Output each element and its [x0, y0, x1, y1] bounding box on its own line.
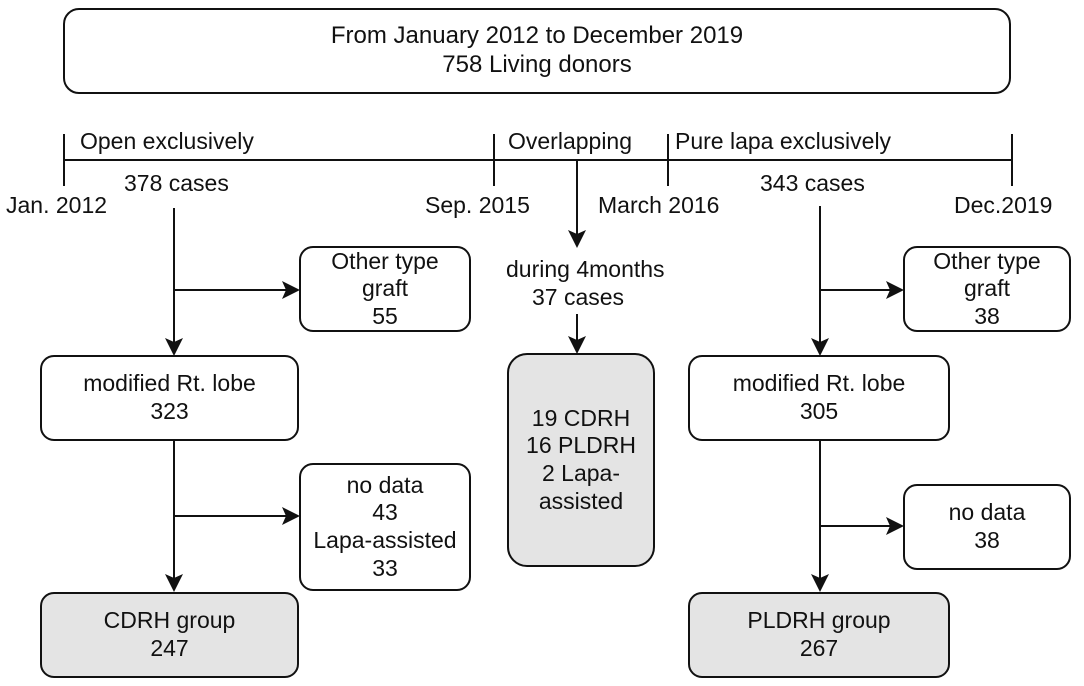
right-nodata-l1: no data [948, 499, 1026, 526]
cdrh-group-l1: CDRH group [103, 607, 236, 634]
left-modified-box: modified Rt. lobe 323 [40, 355, 299, 441]
pldrh-group-l2: 267 [799, 635, 839, 661]
left-cases: 378 cases [124, 170, 229, 196]
middle-result-l3: 2 Lapa- [541, 460, 620, 486]
date-end: Dec.2019 [954, 192, 1053, 218]
left-other-l3: 55 [372, 302, 398, 329]
left-nodata-l2: 43 [372, 499, 398, 526]
right-modified-box: modified Rt. lobe 305 [688, 355, 950, 441]
right-cases: 343 cases [760, 170, 865, 196]
left-nodata-l1: no data [346, 471, 424, 498]
middle-result-box: 19 CDRH 16 PLDRH 2 Lapa- assisted [507, 353, 655, 567]
date-march: March 2016 [598, 192, 720, 218]
left-modified-l2: 323 [150, 398, 189, 424]
date-sep: Sep. 2015 [425, 192, 530, 218]
right-modified-l2: 305 [799, 398, 839, 424]
middle-result-l2: 16 PLDRH [526, 432, 636, 459]
pldrh-group-l1: PLDRH group [747, 607, 891, 634]
left-nodata-l4: 33 [372, 554, 398, 581]
middle-cases: 37 cases [531, 284, 625, 310]
date-start: Jan. 2012 [6, 192, 108, 218]
left-other-l2: graft [361, 275, 409, 302]
right-modified-l1: modified Rt. lobe [732, 370, 906, 397]
phase-open: Open exclusively [80, 128, 254, 154]
right-other-l1: Other type [933, 247, 1041, 274]
header-line2: 758 Living donors [442, 51, 632, 78]
middle-result-l1: 19 CDRH [531, 404, 631, 431]
left-nodata-l3: Lapa-assisted [313, 527, 457, 553]
left-other-l1: Other type [331, 247, 439, 274]
right-other-graft-box: Other type graft 38 [903, 246, 1071, 332]
cdrh-group-l2: 247 [150, 635, 189, 661]
header-line1: From January 2012 to December 2019 [330, 22, 744, 50]
right-nodata-l2: 38 [974, 527, 1000, 553]
right-other-l3: 38 [974, 302, 1000, 329]
left-modified-l1: modified Rt. lobe [83, 370, 256, 397]
right-other-l2: graft [963, 275, 1011, 302]
pldrh-group-box: PLDRH group 267 [688, 592, 950, 678]
cdrh-group-box: CDRH group 247 [40, 592, 299, 678]
left-other-graft-box: Other type graft 55 [299, 246, 471, 332]
middle-period: during 4months [506, 256, 665, 282]
right-nodata-box: no data 38 [903, 484, 1071, 570]
header-box: From January 2012 to December 2019 758 L… [63, 8, 1011, 94]
phase-lapa: Pure lapa exclusively [675, 128, 892, 154]
middle-result-l4: assisted [538, 487, 624, 514]
phase-overlap: Overlapping [508, 128, 633, 154]
left-nodata-box: no data 43 Lapa-assisted 33 [299, 463, 471, 591]
